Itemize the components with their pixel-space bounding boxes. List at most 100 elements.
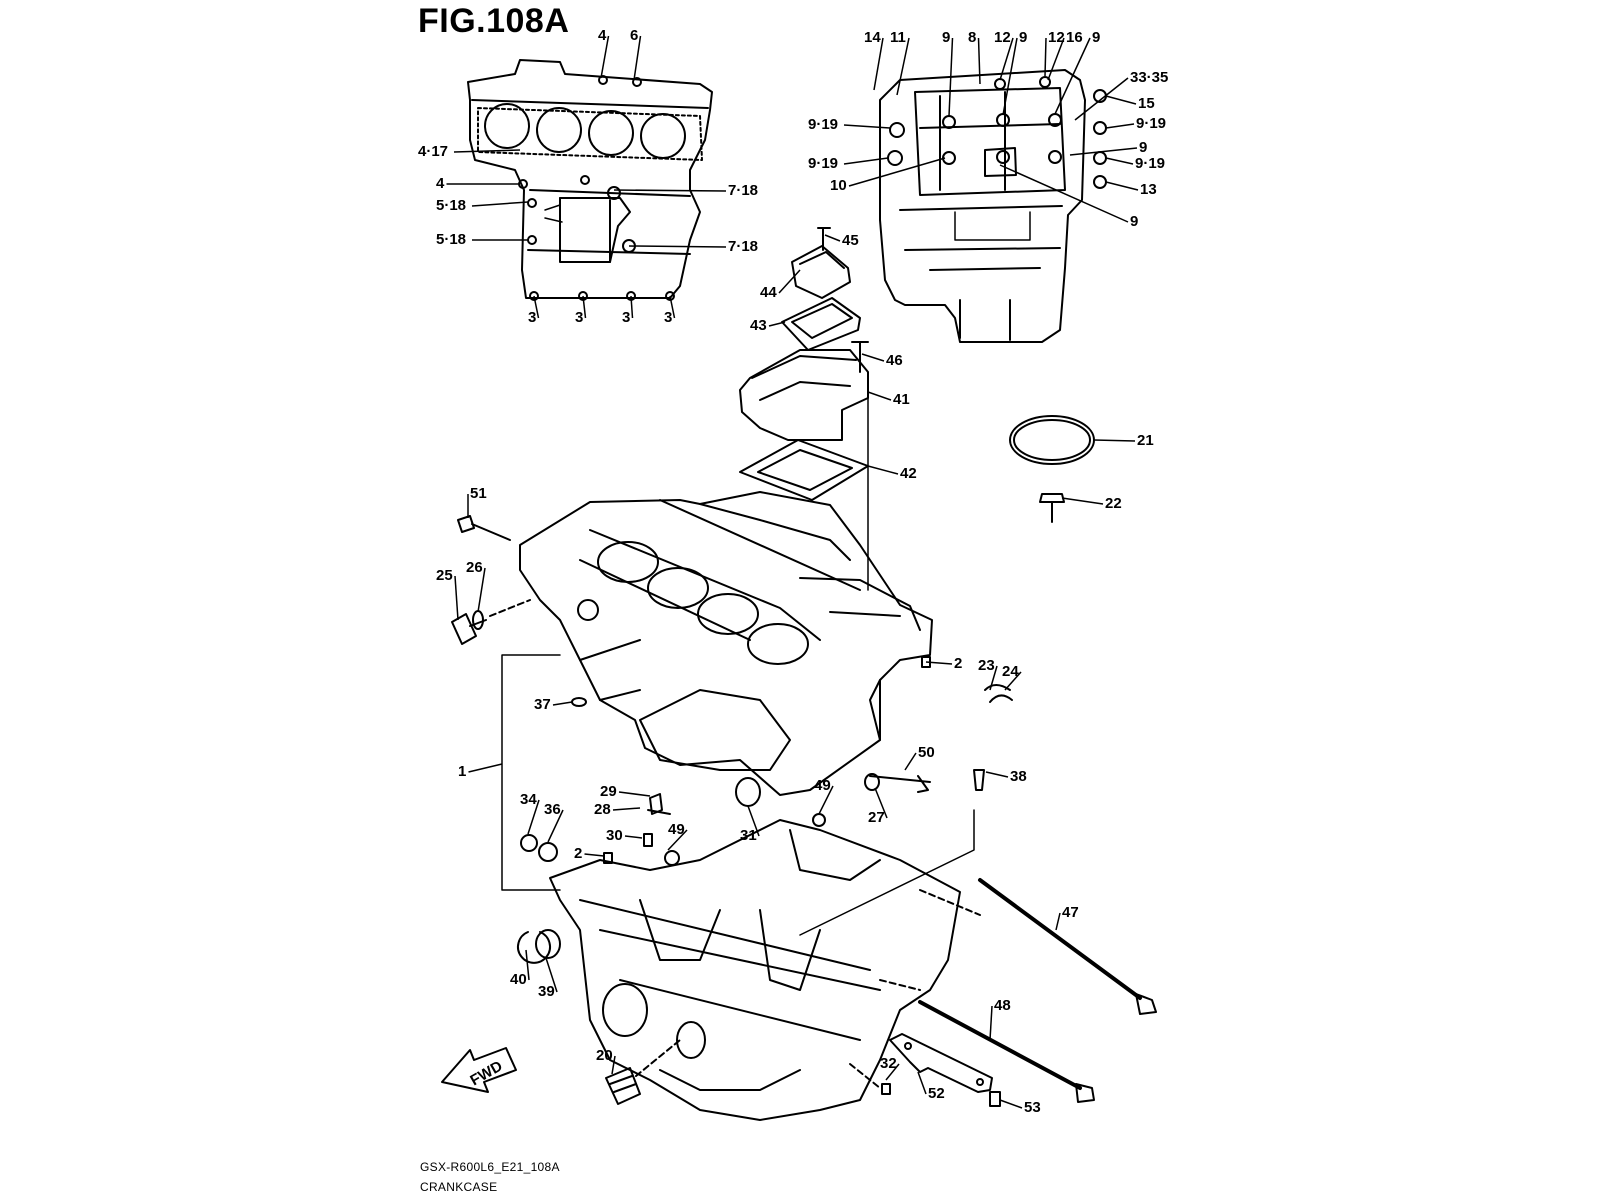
callout-label: 28 <box>594 801 611 818</box>
callout-label: 3 <box>575 309 584 326</box>
callout-leader-line <box>917 1071 927 1095</box>
callout-leader-line <box>1105 95 1137 105</box>
callout-leader-line <box>612 807 641 811</box>
callout-label: 42 <box>900 465 917 482</box>
callout-label: 5·18 <box>436 231 467 248</box>
callout-label: 49 <box>814 777 831 794</box>
callout-leader-line <box>611 1055 616 1075</box>
callout-leader-line <box>1105 157 1134 165</box>
callout-label: 33·35 <box>1130 69 1169 86</box>
callout-leader-line <box>468 763 503 773</box>
upper-crankcase-top-view <box>467 59 713 301</box>
callout-leader-line <box>989 665 998 691</box>
callout-leader-line <box>843 157 889 165</box>
bolts-and-plugs-left <box>451 515 561 891</box>
callout-leader-line <box>989 1005 993 1041</box>
callout-leader-line <box>768 321 786 327</box>
callout-label: 10 <box>830 177 847 194</box>
callout-label: 41 <box>893 391 910 408</box>
callout-leader-line <box>547 809 564 843</box>
oil-filter-union <box>605 1039 681 1105</box>
callout-label: 9·19 <box>808 155 839 172</box>
callout-label: 46 <box>886 352 903 369</box>
callout-leader-line <box>896 37 910 96</box>
callout-leader-line <box>999 37 1014 81</box>
callout-leader-line <box>633 35 642 81</box>
callout-leader-line <box>1069 147 1138 156</box>
callout-label: 26 <box>466 559 483 576</box>
callout-label: 9 <box>1139 139 1148 156</box>
callout-label: 2 <box>954 655 963 672</box>
callout-leader-line <box>948 37 954 117</box>
callout-leader-line <box>584 853 605 857</box>
callout-leader-line <box>471 201 529 207</box>
callout-label: 4·17 <box>418 143 449 160</box>
lower-crankcase-bottom-view <box>879 69 1107 343</box>
callout-leader-line <box>1074 77 1129 121</box>
callout-leader-line <box>454 575 459 621</box>
callout-label: 31 <box>740 827 757 844</box>
lower-crankcase <box>549 819 981 1121</box>
callout-label: 14 <box>864 29 881 46</box>
callout-leader-line <box>630 295 634 319</box>
callout-leader-line <box>453 149 521 153</box>
callout-leader-line <box>1093 439 1136 442</box>
callout-label: 44 <box>760 284 777 301</box>
callout-label: 45 <box>842 232 859 249</box>
callout-label: 47 <box>1062 904 1079 921</box>
callout-label: 8 <box>968 29 977 46</box>
callout-label: 40 <box>510 971 527 988</box>
callout-label: 34 <box>520 791 537 808</box>
callout-leader-line <box>545 957 558 993</box>
callout-label: 43 <box>750 317 767 334</box>
callout-leader-line <box>1054 37 1091 115</box>
callout-label: 30 <box>606 827 623 844</box>
callout-label: 9 <box>1092 29 1101 46</box>
callout-leader-line <box>747 805 760 837</box>
breather-cover-assembly <box>739 227 869 591</box>
callout-leader-line <box>1004 671 1022 691</box>
callout-label: 29 <box>600 783 617 800</box>
callout-label: 38 <box>1010 768 1027 785</box>
callout-label: 7·18 <box>728 238 759 255</box>
callout-label: 9·19 <box>1135 155 1166 172</box>
callout-leader-line <box>778 269 801 294</box>
callout-label: 32 <box>880 1055 897 1072</box>
small-fittings <box>520 656 1013 936</box>
callout-label: 3 <box>664 309 673 326</box>
callout-label: 39 <box>538 983 555 1000</box>
long-bolts-and-bracket <box>849 878 1157 1107</box>
callout-leader-line <box>999 1099 1023 1109</box>
callout-label: 50 <box>918 744 935 761</box>
callout-leader-line <box>848 157 946 187</box>
callout-label: 24 <box>1002 663 1019 680</box>
callout-leader-line <box>861 353 885 362</box>
callout-label: 5·18 <box>436 197 467 214</box>
callout-leader-line <box>1047 37 1065 81</box>
callout-leader-line <box>999 164 1129 223</box>
callout-leader-line <box>477 567 486 613</box>
callout-label: 16 <box>1066 29 1083 46</box>
callout-label: 49 <box>668 821 685 838</box>
callout-label: 2 <box>574 845 583 862</box>
callout-label: 22 <box>1105 495 1122 512</box>
figure-title: FIG.108A <box>418 2 570 40</box>
callout-label: 27 <box>868 809 885 826</box>
callout-label: 3 <box>528 309 537 326</box>
callout-leader-line <box>1002 37 1018 116</box>
callout-leader-line <box>628 245 727 248</box>
callout-leader-line <box>1061 497 1104 505</box>
upper-crankcase <box>519 491 933 796</box>
callout-leader-line <box>885 1063 900 1081</box>
callout-leader-line <box>533 295 540 319</box>
callout-label: 9 <box>1019 29 1028 46</box>
callout-label: 15 <box>1138 95 1155 112</box>
callout-leader-line <box>874 787 888 819</box>
callout-leader-line <box>925 661 953 665</box>
callout-leader-line <box>873 37 884 91</box>
figure-code: GSX-R600L6_E21_108A <box>420 1160 560 1174</box>
callout-leader-line <box>525 949 530 981</box>
callout-leader-line <box>582 295 587 319</box>
figure-name: CRANKCASE <box>420 1180 498 1194</box>
callout-label: 37 <box>534 696 551 713</box>
